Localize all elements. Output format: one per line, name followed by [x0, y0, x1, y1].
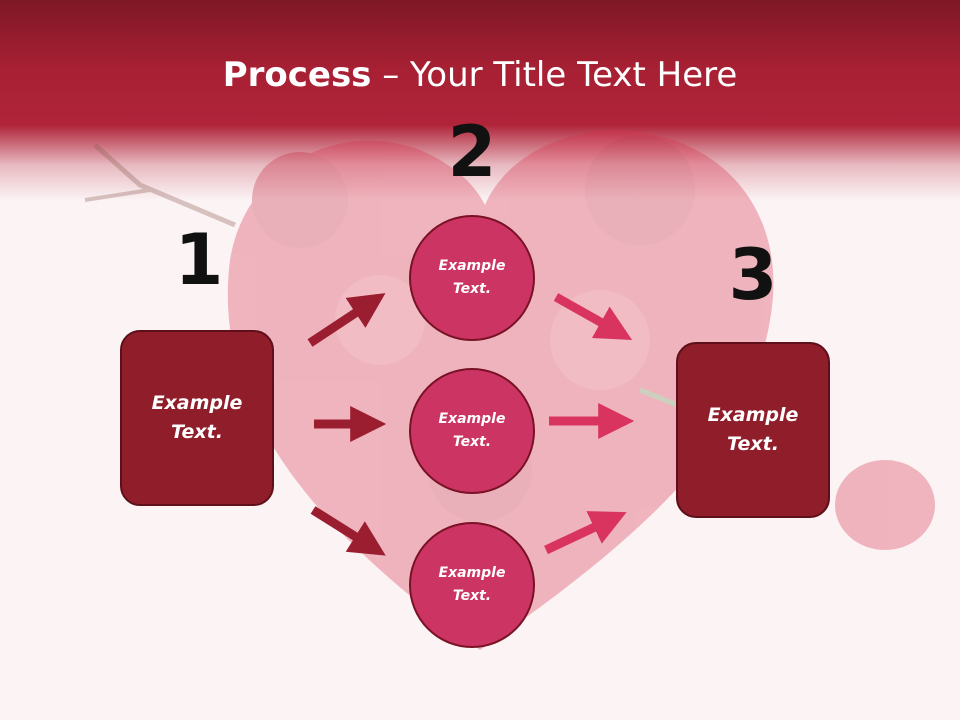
title-bold: Process: [222, 55, 372, 95]
step-3-text: Example Text.: [707, 404, 799, 455]
step-2-middle-circle[interactable]: Example Text.: [409, 368, 535, 494]
slide-title: Process – Your Title Text Here: [0, 52, 960, 98]
arrow-1-to-bottom: [310, 506, 386, 556]
title-band: [0, 0, 960, 200]
step-2-middle-text: Example Text.: [438, 411, 506, 450]
step-2-bottom-text: Example Text.: [438, 565, 506, 604]
step-1-box[interactable]: Example Text.: [120, 330, 274, 506]
arrow-top-to-3: [553, 293, 633, 340]
title-rest: – Your Title Text Here: [371, 55, 738, 95]
step-1-text: Example Text.: [151, 392, 243, 443]
step-2-bottom-circle[interactable]: Example Text.: [409, 522, 535, 648]
step-2-top-text: Example Text.: [438, 258, 506, 297]
arrow-bottom-to-3: [544, 511, 627, 555]
step-2-number: 2: [447, 111, 497, 193]
arrow-1-to-top: [307, 293, 386, 347]
step-2-top-circle[interactable]: Example Text.: [409, 215, 535, 341]
step-1-number: 1: [174, 219, 224, 301]
step-3-box[interactable]: Example Text.: [676, 342, 830, 518]
step-3-number: 3: [728, 234, 778, 316]
